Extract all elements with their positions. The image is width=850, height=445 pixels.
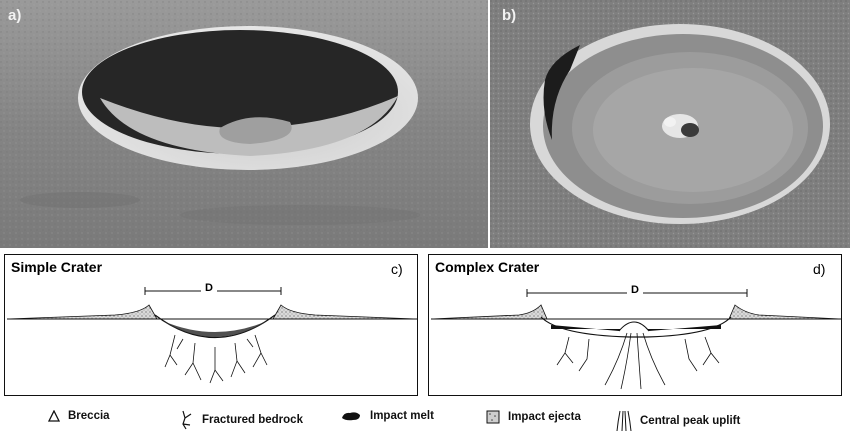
simple-crater-photo: a)	[0, 0, 488, 248]
fracture-icon	[180, 410, 194, 430]
legend-item-impact-melt: Impact melt	[340, 410, 434, 422]
legend-label-breccia: Breccia	[68, 410, 110, 422]
complex-crater-title: Complex Crater	[435, 259, 539, 275]
stippled-square-icon	[486, 410, 500, 424]
simple-crater-diagram: Simple Crater c) D	[4, 254, 418, 396]
legend-item-breccia: Breccia	[48, 410, 110, 422]
panel-a-label: a)	[8, 7, 21, 24]
panel-b-label: b)	[502, 7, 516, 24]
panel-d-label: d)	[813, 261, 825, 277]
legend-item-central-peak-uplift: Central peak uplift	[616, 410, 740, 432]
simple-crater-cross-section	[5, 255, 418, 396]
legend-label-fractured-bedrock: Fractured bedrock	[202, 414, 303, 426]
simple-crater-title: Simple Crater	[11, 259, 102, 275]
melt-blob-icon	[340, 410, 362, 422]
legend-label-impact-melt: Impact melt	[370, 410, 434, 422]
panel-c-label: c)	[391, 261, 403, 277]
legend-item-impact-ejecta: Impact ejecta	[486, 410, 581, 424]
complex-crater-cross-section	[429, 255, 842, 396]
legend-label-impact-ejecta: Impact ejecta	[508, 411, 581, 423]
simple-crater-diameter-label: D	[205, 282, 213, 294]
triangle-icon	[48, 410, 60, 422]
legend: Breccia Fractured bedrock Impact melt Im…	[0, 404, 850, 440]
complex-crater-diameter-label: D	[631, 284, 639, 296]
complex-crater-photo: b)	[490, 0, 850, 248]
complex-crater-diagram: Complex Crater d) D	[428, 254, 842, 396]
uplift-lines-icon	[616, 410, 632, 432]
legend-item-fractured-bedrock: Fractured bedrock	[180, 410, 303, 430]
legend-label-central-peak-uplift: Central peak uplift	[640, 415, 740, 427]
